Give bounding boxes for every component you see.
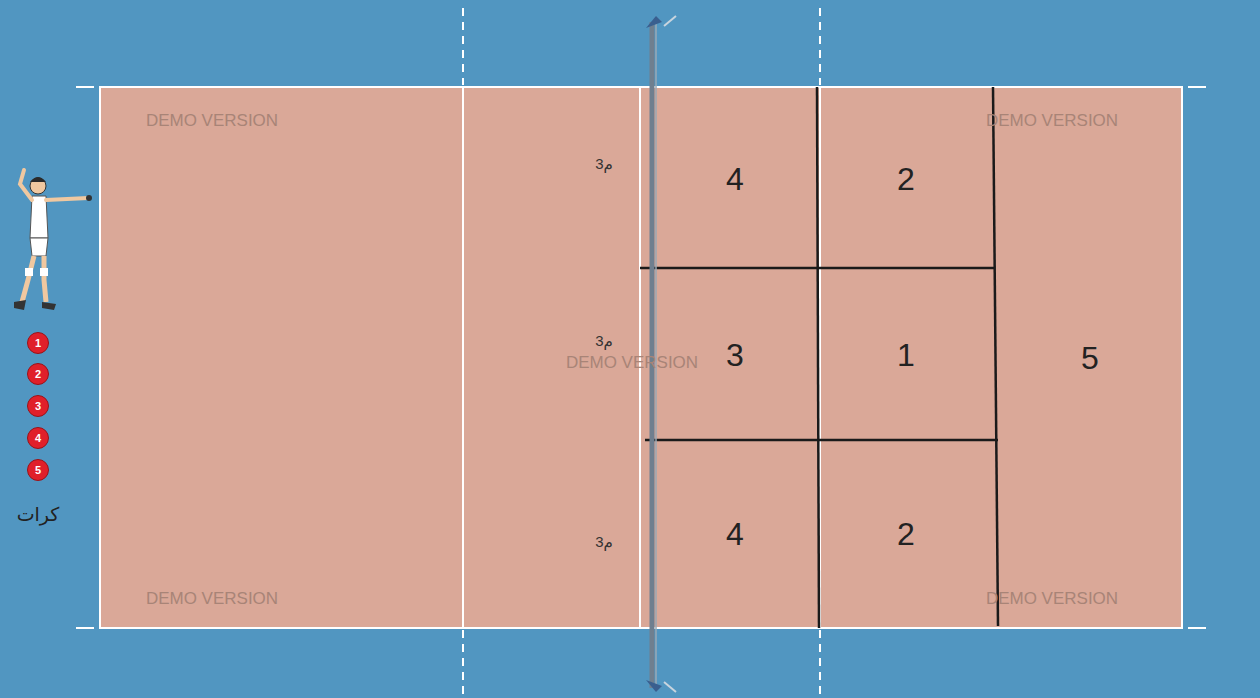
court-zone: 4: [660, 95, 810, 263]
attack-line-extensions: [463, 8, 820, 698]
zone-number: 5: [35, 465, 41, 476]
zone-number: 4: [726, 518, 744, 550]
court-zone: 5: [1004, 95, 1176, 620]
court-zone: 2: [826, 448, 986, 620]
dimension-label: 3م: [595, 534, 613, 549]
zone-number: 1: [897, 339, 915, 371]
court-surface: [100, 87, 1182, 628]
ball-circle: 5: [27, 459, 49, 481]
ball-circle: 4: [27, 427, 49, 449]
attack-line: [462, 87, 464, 628]
watermark: DEMO VERSION: [986, 112, 1118, 129]
ball-circle: 3: [27, 395, 49, 417]
court-zone: 4: [660, 448, 810, 620]
ball-circle: 1: [27, 332, 49, 354]
court-zone: 1: [826, 275, 986, 435]
player-figure: [14, 170, 92, 310]
zone-number: 4: [35, 433, 41, 444]
zone-number: 4: [726, 163, 744, 195]
zone-number: 2: [897, 163, 915, 195]
zone-number: 1: [35, 338, 41, 349]
zone-number: 2: [35, 369, 41, 380]
dimension-label: 3م: [595, 333, 613, 348]
boundary-ticks: [76, 87, 1206, 628]
watermark: DEMO VERSION: [986, 590, 1118, 607]
court-zone: 2: [826, 95, 986, 263]
watermark: DEMO VERSION: [146, 112, 278, 129]
ball-circle: 2: [27, 363, 49, 385]
watermark: DEMO VERSION: [146, 590, 278, 607]
zone-number: 3: [726, 339, 744, 371]
watermark: DEMO VERSION: [566, 354, 698, 371]
dimension-label: 3م: [595, 156, 613, 171]
zone-number: 2: [897, 518, 915, 550]
court-boundary: [100, 87, 1182, 628]
zone-number: 5: [1081, 342, 1099, 374]
balls-caption: كرات: [17, 505, 60, 524]
zone-number: 3: [35, 401, 41, 412]
